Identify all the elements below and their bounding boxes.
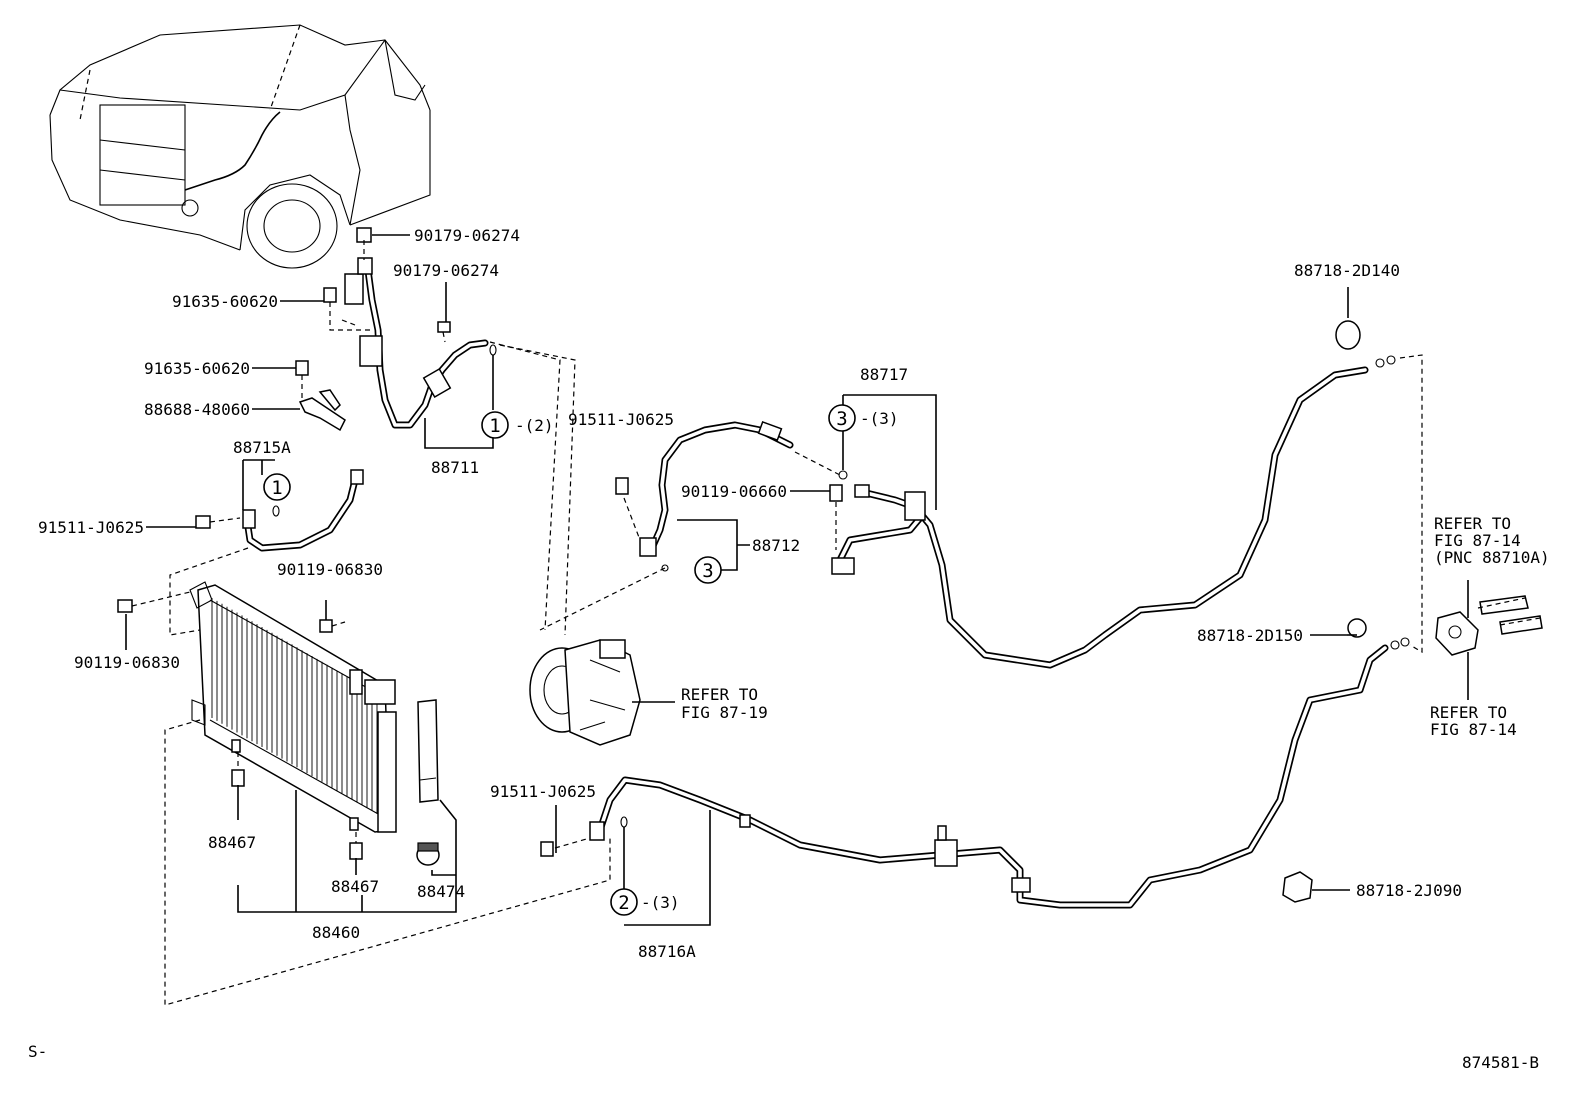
label-88474: 88474 bbox=[417, 882, 465, 901]
label-refer-87-19-line1: REFER TO bbox=[681, 685, 758, 704]
pipe-88712 bbox=[639, 420, 794, 557]
bolt-91511-b bbox=[615, 477, 629, 495]
leader-lines bbox=[125, 234, 1469, 926]
label-88467-a: 88467 bbox=[208, 833, 256, 852]
cushion-88467-a bbox=[231, 769, 245, 787]
label-88718-2D140: 88718-2D140 bbox=[1294, 261, 1400, 280]
label-91635-60620-a: 91635-60620 bbox=[172, 292, 278, 311]
callout-number: 3 bbox=[836, 408, 847, 430]
bolt-90119-06830-b bbox=[319, 619, 333, 633]
label-90179-06274-a: 90179-06274 bbox=[414, 226, 520, 245]
tube-88716A bbox=[589, 644, 1389, 909]
callout-number: 2 bbox=[618, 892, 629, 914]
label-qty-2: -(2) bbox=[515, 416, 554, 435]
bolt-91635-b bbox=[295, 360, 309, 376]
label-88712: 88712 bbox=[752, 536, 800, 555]
label-88711: 88711 bbox=[431, 458, 479, 477]
condenser-88460 bbox=[189, 581, 397, 833]
label-88467-b: 88467 bbox=[331, 877, 379, 896]
footer-left-code: S- bbox=[28, 1042, 47, 1061]
label-qty-3-lower: -(3) bbox=[641, 893, 680, 912]
label-88715A: 88715A bbox=[233, 438, 291, 457]
bolt-91635-a bbox=[323, 287, 337, 303]
label-91511-J0625-a: 91511-J0625 bbox=[38, 518, 144, 537]
label-91635-60620-b: 91635-60620 bbox=[144, 359, 250, 378]
label-90179-06274-b: 90179-06274 bbox=[393, 261, 499, 280]
bracket-88688 bbox=[298, 389, 346, 432]
bolt-90119-06660 bbox=[829, 484, 843, 502]
label-90119-06830-b: 90119-06830 bbox=[74, 653, 180, 672]
label-90119-06660: 90119-06660 bbox=[681, 482, 787, 501]
bolt-90119-06830-a bbox=[117, 599, 133, 613]
label-refer-87-14b-line2: FIG 87-14 bbox=[1430, 720, 1517, 739]
label-refer-87-14a-line1: REFER TO bbox=[1434, 514, 1511, 533]
callout-2: 2 bbox=[610, 888, 638, 916]
label-88718-2D150: 88718-2D150 bbox=[1197, 626, 1303, 645]
footer-illustration-number: 874581-B bbox=[1462, 1053, 1539, 1072]
tube-88717 bbox=[831, 366, 1369, 669]
compressor-illustration bbox=[529, 639, 641, 746]
bolt-90179-a bbox=[356, 227, 372, 243]
callout-1-lower: 1 bbox=[263, 473, 291, 501]
bolt-91511-a bbox=[195, 515, 211, 529]
dashed-guides bbox=[131, 240, 1541, 1006]
label-88688-48060: 88688-48060 bbox=[144, 400, 250, 419]
callout-3-lower: 3 bbox=[694, 556, 722, 584]
callout-number: 3 bbox=[702, 560, 713, 582]
dryer-88474 bbox=[416, 699, 440, 866]
rear-fittings bbox=[1282, 320, 1543, 903]
label-88717: 88717 bbox=[860, 365, 908, 384]
label-refer-87-14a-line2: FIG 87-14 bbox=[1434, 531, 1521, 550]
hose-88711 bbox=[344, 257, 489, 429]
label-91511-J0625-b: 91511-J0625 bbox=[568, 410, 674, 429]
part-labels: 90179-06274 90179-06274 91635-60620 9163… bbox=[28, 226, 1550, 1072]
label-88716A: 88716A bbox=[638, 942, 696, 961]
label-refer-87-14a-line3: (PNC 88710A) bbox=[1434, 548, 1550, 567]
callout-3-upper: 3 bbox=[828, 404, 856, 432]
label-88718-2J090: 88718-2J090 bbox=[1356, 881, 1462, 900]
bolt-91511-c bbox=[540, 841, 554, 857]
label-88460: 88460 bbox=[312, 923, 360, 942]
label-refer-87-19-line2: FIG 87-19 bbox=[681, 703, 768, 722]
label-90119-06830-a: 90119-06830 bbox=[277, 560, 383, 579]
label-qty-3-upper: -(3) bbox=[860, 409, 899, 428]
label-refer-87-14b-line1: REFER TO bbox=[1430, 703, 1507, 722]
callout-number: 1 bbox=[271, 477, 282, 499]
callout-1-upper: 1 bbox=[481, 411, 509, 439]
callout-number: 1 bbox=[489, 415, 500, 437]
vehicle-front-illustration bbox=[49, 24, 431, 269]
cushion-88467-b bbox=[349, 842, 363, 860]
tube-88715A bbox=[242, 469, 364, 552]
nut-90179-b bbox=[437, 321, 451, 333]
label-91511-J0625-c: 91511-J0625 bbox=[490, 782, 596, 801]
